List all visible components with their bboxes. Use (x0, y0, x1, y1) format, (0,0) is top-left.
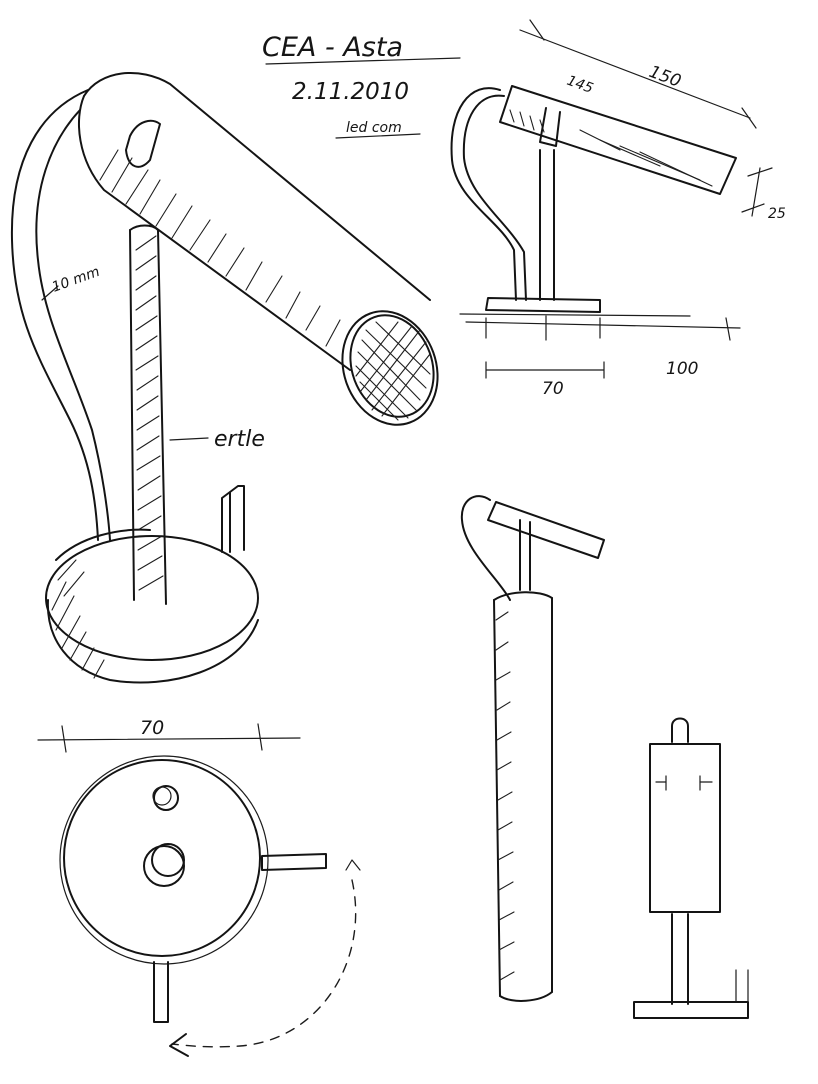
rotation-arc (171, 879, 357, 1048)
side-head (499, 85, 737, 195)
plan-switch-arm (261, 853, 327, 871)
sheet-title: CEA - Asta (262, 32, 403, 63)
base-disk (45, 535, 259, 661)
dim-length: 150 (646, 62, 683, 92)
front-stem (671, 913, 689, 1005)
side-cable (450, 87, 517, 301)
plan-base-circle (63, 759, 261, 957)
standing-head (487, 501, 605, 559)
rotation-arrow-icon (169, 1033, 189, 1057)
plan-cable-hole (153, 785, 179, 811)
cable-line (10, 89, 99, 541)
plan-view-sketch: 70 (37, 717, 361, 1057)
sheet-date: 2.11.2010 (292, 79, 409, 105)
tube-end-ellipse (341, 310, 439, 426)
dim-base: 70 (542, 379, 564, 399)
dim-diameter: 25 (768, 206, 786, 222)
plan-stem-circle (143, 845, 185, 887)
side-stem (539, 149, 555, 301)
front-base (633, 1001, 749, 1019)
side-elevation-sketch: 150 145 25 70 100 (450, 19, 786, 399)
front-elevation-sketch (633, 717, 749, 1019)
dim-base-plan: 70 (140, 717, 164, 739)
title-underline (265, 57, 461, 65)
plan-cable-exit (153, 961, 169, 1023)
dim-reach: 100 (666, 359, 698, 379)
switch (221, 485, 245, 553)
sheet-header: CEA - Asta 2.11.2010 led com (262, 32, 461, 139)
front-top-knob (671, 717, 689, 743)
cable-label: 10 mm (50, 264, 102, 296)
front-head-box (649, 743, 721, 913)
side-base (485, 297, 601, 313)
standing-column (493, 597, 553, 997)
stem (129, 229, 135, 601)
tube-head (83, 72, 431, 301)
sheet-note: led com (346, 120, 402, 136)
perspective-lamp-sketch: ertle 10 mm (10, 72, 439, 684)
dim-head: 145 (565, 73, 596, 97)
stem-label: ertle (214, 427, 265, 452)
standing-view-sketch (460, 495, 605, 1002)
